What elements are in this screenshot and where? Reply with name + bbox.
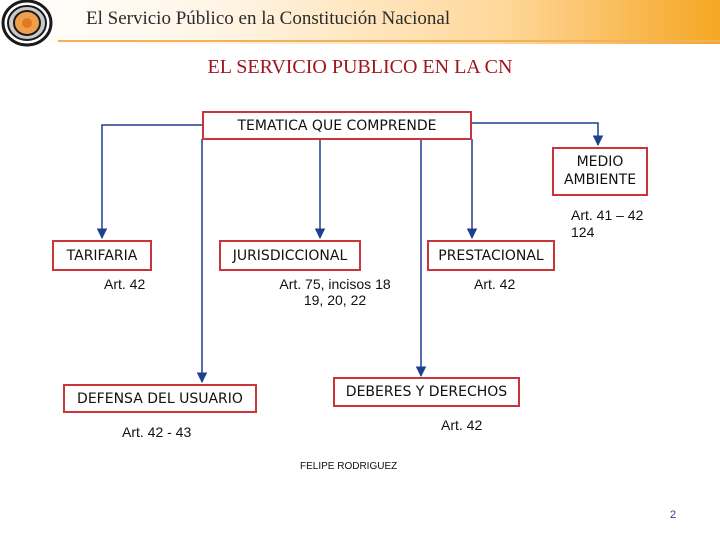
connector-medio-ambiente <box>472 122 604 147</box>
root-label: TEMATICA QUE COMPRENDE <box>237 117 437 134</box>
medio-ambiente-box: MEDIO AMBIENTE <box>552 147 648 196</box>
prestacional-box: PRESTACIONAL <box>427 240 555 271</box>
medio-ambiente-label: MEDIO AMBIENTE <box>563 154 637 188</box>
logo-icon <box>1 0 53 47</box>
author-name: FELIPE RODRIGUEZ <box>300 461 398 472</box>
deberes-derechos-label: DEBERES Y DERECHOS <box>345 384 508 400</box>
medio-ambiente-note: Art. 41 – 42 124 <box>571 207 644 240</box>
header-title: El Servicio Público en la Constitución N… <box>86 8 451 29</box>
jurisdiccional-label: JURISDICCIONAL <box>232 247 348 264</box>
header-bar <box>0 0 720 44</box>
page-number: 2 <box>670 509 677 521</box>
defensa-usuario-note: Art. 42 - 43 <box>122 424 192 440</box>
jurisdiccional-box: JURISDICCIONAL <box>219 240 361 271</box>
prestacional-note: Art. 42 <box>474 276 516 292</box>
prestacional-label: PRESTACIONAL <box>438 247 544 264</box>
deberes-derechos-box: DEBERES Y DERECHOS <box>333 377 520 407</box>
jurisdiccional-note: Art. 75, incisos 18 19, 20, 22 <box>279 276 391 309</box>
slide-title: EL SERVICIO PUBLICO EN LA CN <box>207 56 513 78</box>
defensa-usuario-box: DEFENSA DEL USUARIO <box>63 384 257 413</box>
tarifaria-note: Art. 42 <box>104 276 146 292</box>
defensa-usuario-label: DEFENSA DEL USUARIO <box>77 390 243 407</box>
connector-tarifaria <box>96 124 202 240</box>
root-box: TEMATICA QUE COMPRENDE <box>202 111 472 140</box>
tarifaria-label: TARIFARIA <box>66 247 138 264</box>
tarifaria-box: TARIFARIA <box>52 240 152 271</box>
deberes-derechos-note: Art. 42 <box>441 417 483 433</box>
header-divider <box>58 40 720 42</box>
